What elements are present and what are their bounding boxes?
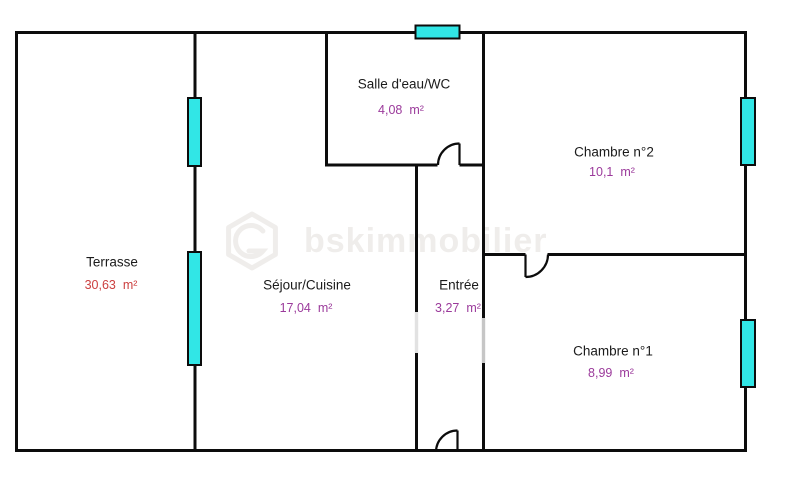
room-area-chambre-2: 10,1 m² — [589, 165, 635, 179]
area-unit: m² — [620, 165, 635, 179]
room-area-chambre-1: 8,99 m² — [588, 366, 634, 380]
area-value: 8,99 — [588, 366, 613, 380]
area-unit: m² — [409, 103, 424, 117]
room-area-salle-deau-wc: 4,08 m² — [378, 103, 424, 117]
door-arc-chambre — [525, 254, 550, 279]
logo-g-glyph — [233, 223, 269, 259]
area-value: 17,04 — [279, 301, 311, 315]
house-hexagon-logo-icon — [226, 211, 278, 271]
area-value: 30,63 — [84, 278, 116, 292]
window-terrasse-lower — [187, 251, 202, 366]
room-area-terrasse: 30,63 m² — [85, 278, 138, 292]
room-name-entree: Entrée — [439, 277, 479, 293]
room-name-salle-deau-wc: Salle d'eau/WC — [357, 76, 451, 92]
window-top-salle-deau — [414, 24, 461, 40]
room-area-entree: 3,27 m² — [435, 301, 481, 315]
room-name-terrasse: Terrasse — [86, 254, 138, 270]
area-value: 4,08 — [378, 103, 403, 117]
outer-wall — [15, 31, 747, 452]
window-chambre2 — [740, 97, 756, 166]
door-arc-salle-deau — [436, 142, 460, 166]
door-arc-entree — [434, 429, 458, 453]
area-unit: m² — [619, 366, 634, 380]
room-name-chambre-1: Chambre n°1 — [573, 343, 653, 359]
room-area-sejour-cuisine: 17,04 m² — [280, 301, 333, 315]
area-unit: m² — [317, 301, 333, 315]
area-unit: m² — [122, 278, 138, 292]
room-name-sejour-cuisine: Séjour/Cuisine — [263, 277, 351, 293]
window-terrasse-upper — [187, 97, 202, 167]
area-value: 10,1 — [589, 165, 614, 179]
area-value: 3,27 — [435, 301, 460, 315]
window-chambre1 — [740, 319, 756, 388]
area-unit: m² — [466, 301, 481, 315]
room-name-chambre-2: Chambre n°2 — [574, 144, 654, 160]
